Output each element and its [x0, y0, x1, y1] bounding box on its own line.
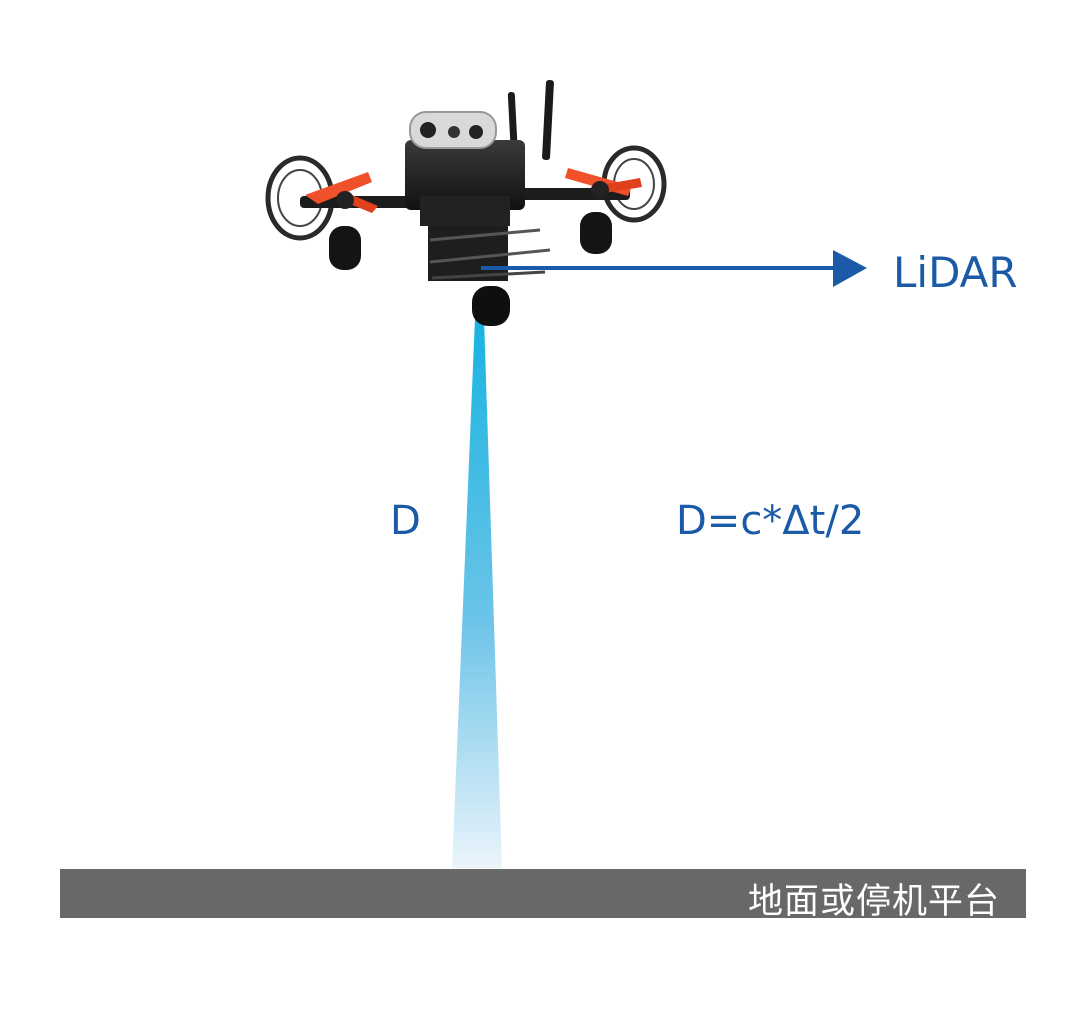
distance-label: D: [390, 498, 421, 544]
lidar-label: LiDAR: [893, 248, 1018, 297]
quadcopter-drone-icon: [265, 79, 667, 326]
ground-platform-bar: 地面或停机平台: [60, 869, 1026, 922]
formula-label: D=c*Δt/2: [676, 498, 865, 544]
ground-label: 地面或停机平台: [747, 882, 1000, 922]
laser-beam: [452, 318, 502, 868]
arrow-right-icon: [481, 250, 867, 287]
